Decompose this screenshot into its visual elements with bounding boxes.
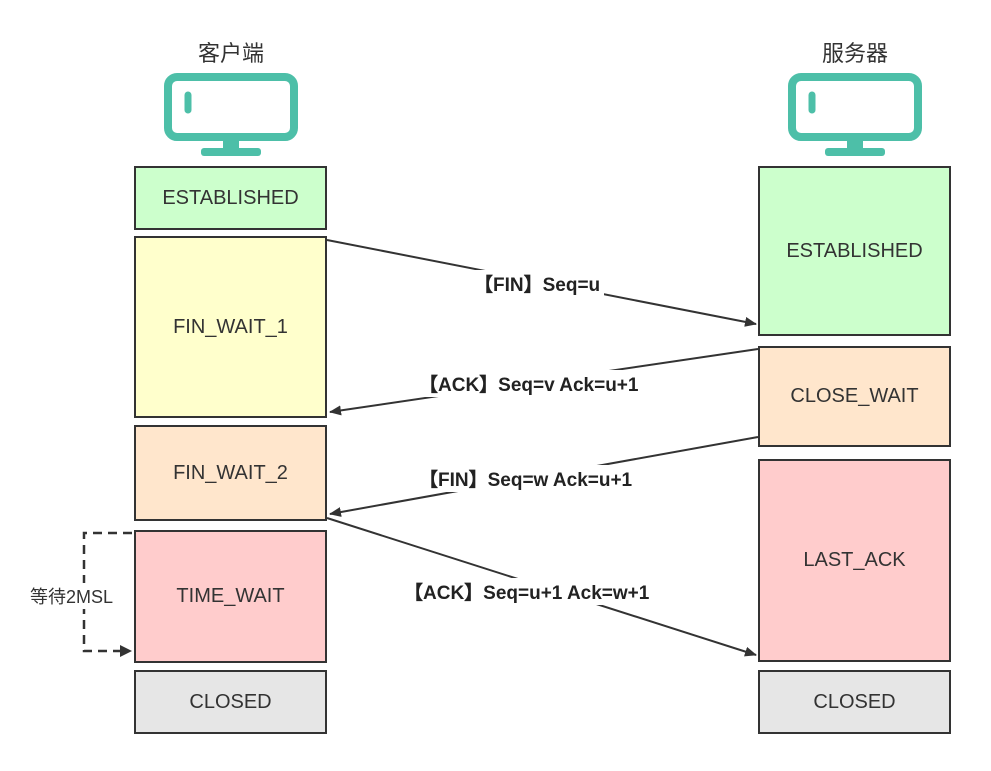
server-title: 服务器 — [821, 41, 888, 66]
client-title: 客户端 — [197, 41, 264, 66]
server-monitor-icon — [788, 73, 922, 156]
client-state-fin-wait-1: FIN_WAIT_1 — [134, 236, 327, 418]
message-ack-2: 【ACK】Seq=u+1 Ack=w+1 — [400, 578, 654, 605]
server-state-established: ESTABLISHED — [758, 166, 951, 336]
server-state-closed: CLOSED — [758, 670, 951, 734]
server-state-close-wait: CLOSE_WAIT — [758, 346, 951, 447]
server-state-last-ack: LAST_ACK — [758, 459, 951, 662]
wait-2msl-label: 等待2MSL — [30, 583, 114, 609]
client-monitor-icon — [164, 73, 298, 156]
client-state-time-wait: TIME_WAIT — [134, 530, 327, 663]
message-ack-1: 【ACK】Seq=v Ack=u+1 — [415, 370, 643, 397]
message-fin-2: 【FIN】Seq=w Ack=u+1 — [415, 465, 637, 492]
client-state-closed: CLOSED — [134, 670, 327, 734]
client-state-fin-wait-2: FIN_WAIT_2 — [134, 425, 327, 521]
message-fin-1: 【FIN】Seq=u — [470, 270, 605, 297]
client-state-established: ESTABLISHED — [134, 166, 327, 230]
